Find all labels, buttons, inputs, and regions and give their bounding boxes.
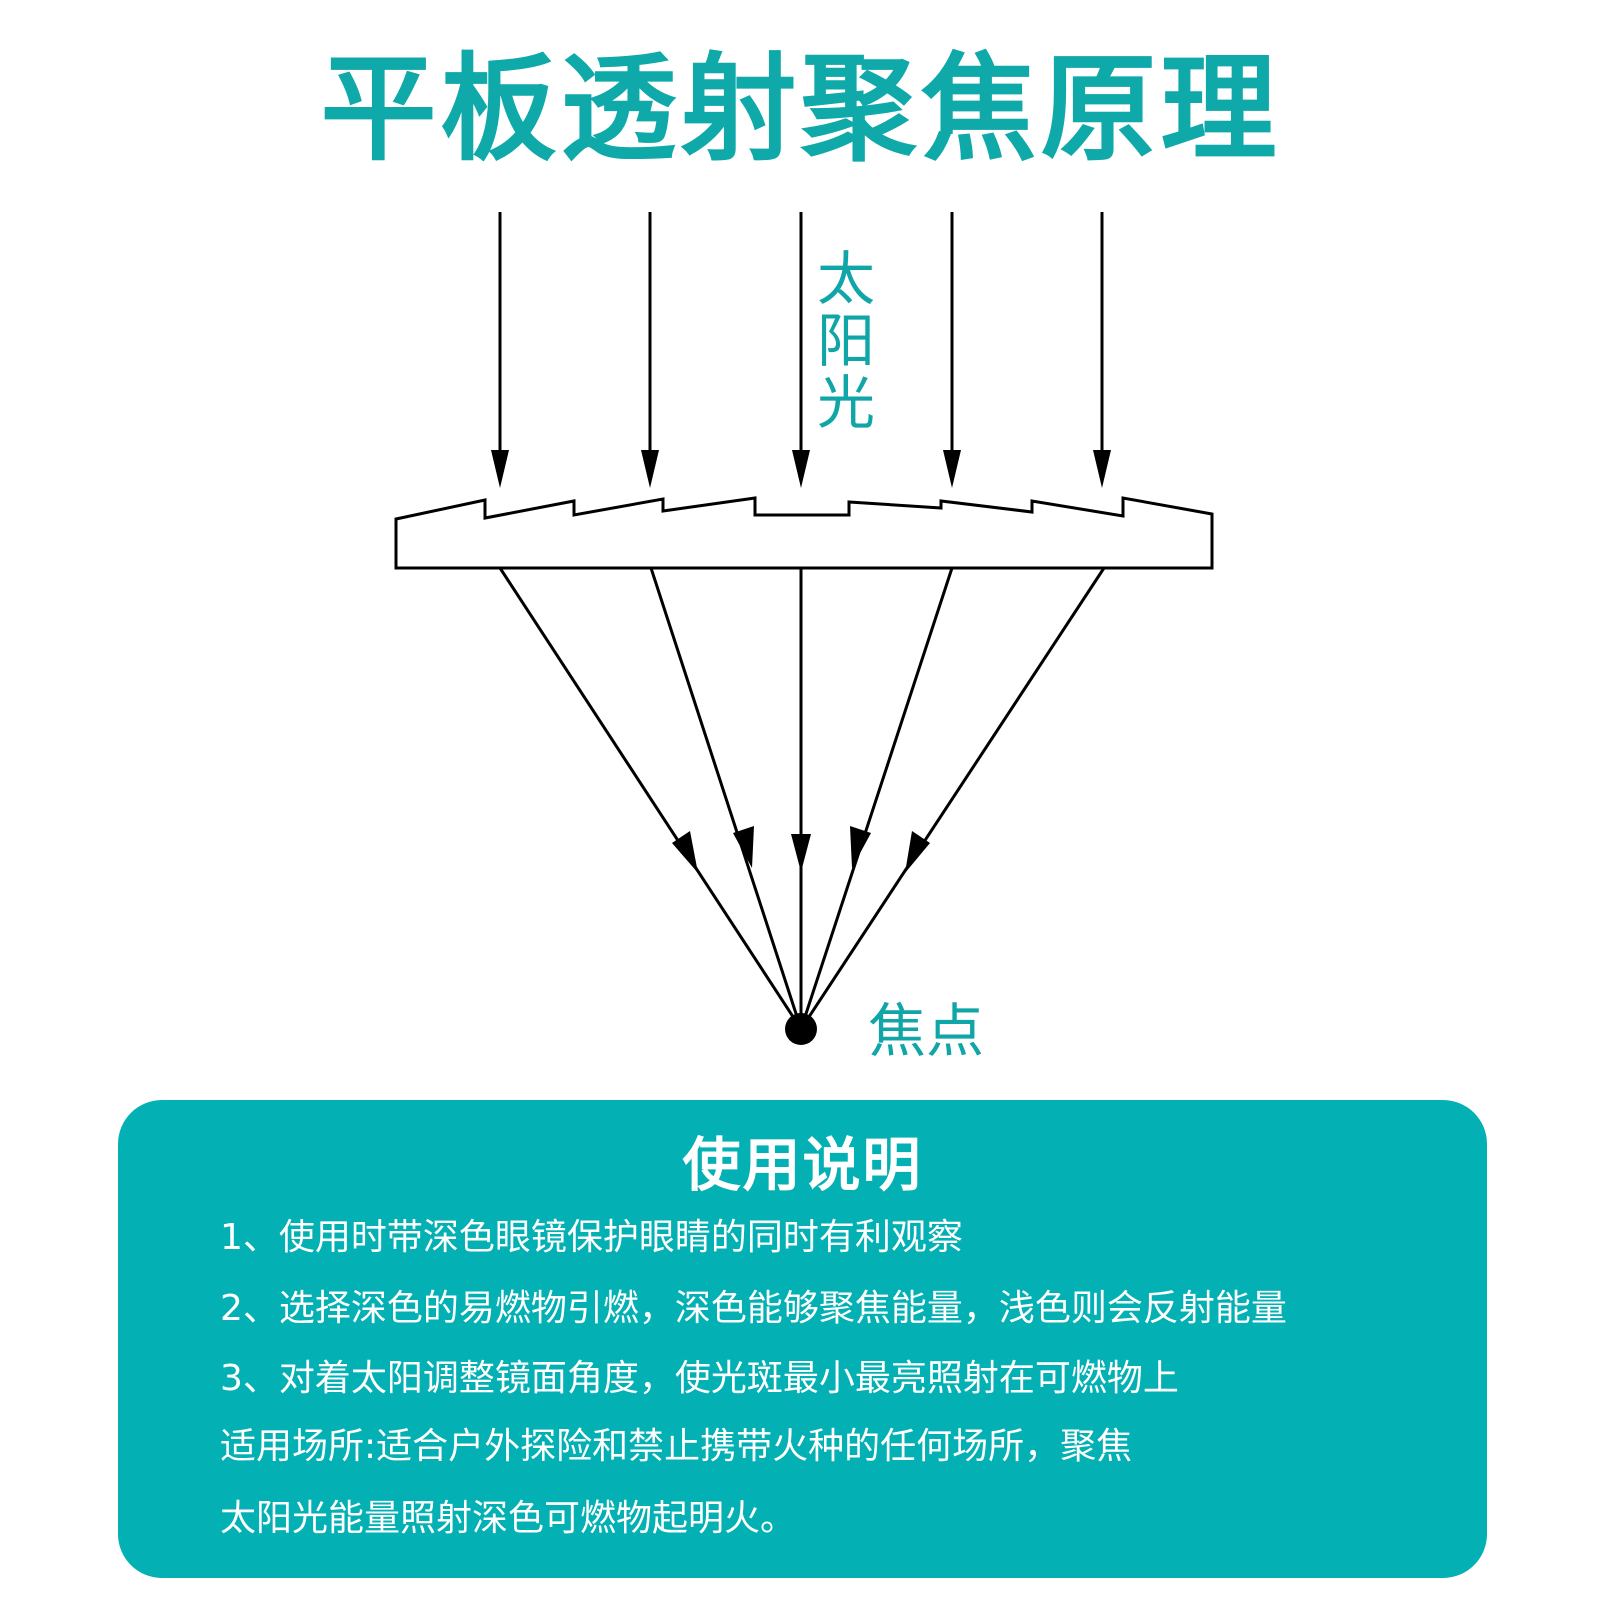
instruction-line-1: 1、使用时带深色眼镜保护眼睛的同时有利观察 [220,1217,963,1258]
sunlight-label: 太 阳 光 [815,248,877,434]
page-title: 平板透射聚焦原理 [320,42,1281,177]
focusing-diagram [394,212,1214,1045]
refracted-rays [498,567,1106,1030]
incoming-ray-3-arrowhead [792,450,810,488]
incoming-ray-5-arrowhead [1093,450,1111,488]
incoming-ray-4-arrowhead [943,450,961,488]
sunlight-label-char-1: 太 [816,245,875,313]
focal-point [785,1013,817,1045]
refracted-ray-4-arrowhead [850,826,871,868]
refracted-ray-2-arrowhead [733,826,754,868]
refracted-ray-1-arrowhead [672,831,698,873]
incoming-sunlight-rays [491,212,1111,488]
instruction-line-3: 3、对着太阳调整镜面角度，使光斑最小最亮照射在可燃物上 [220,1358,1179,1399]
instruction-line-2: 2、选择深色的易燃物引燃，深色能够聚焦能量，浅色则会反射能量 [220,1288,1287,1329]
fresnel-lens-plate [394,496,1214,570]
incoming-ray-2-arrowhead [641,450,659,488]
refracted-ray-3-arrowhead [791,834,811,872]
sunlight-label-char-3: 光 [816,369,875,437]
incoming-ray-1-arrowhead [491,450,509,488]
refracted-ray-5-arrowhead [905,831,930,873]
refracted-ray-2 [649,567,803,1030]
sunlight-label-char-2: 阳 [816,307,875,375]
refracted-ray-1 [498,567,803,1030]
refracted-ray-5 [799,567,1106,1030]
instructions-heading: 使用说明 [682,1131,923,1199]
usage-scenario-line-2: 太阳光能量照射深色可燃物起明火。 [220,1498,797,1539]
refracted-ray-4 [799,567,954,1030]
usage-scenario-line-1: 适用场所:适合户外探险和禁止携带火种的任何场所，聚焦 [220,1426,1133,1467]
instructions-panel: 使用说明 1、使用时带深色眼镜保护眼睛的同时有利观察 2、选择深色的易燃物引燃，… [118,1100,1487,1578]
focus-label: 焦点 [868,997,985,1065]
